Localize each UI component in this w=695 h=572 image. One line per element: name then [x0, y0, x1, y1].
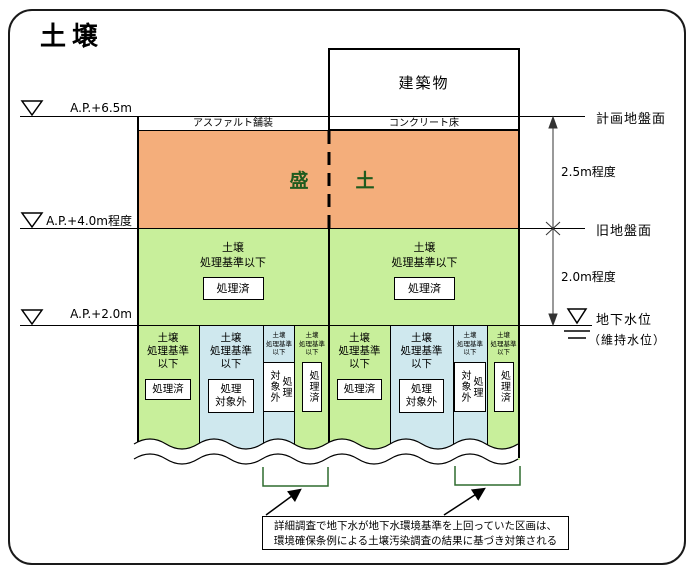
- cell-header: 土壌 処理基準 以下: [338, 332, 381, 370]
- cell-header: 土壌 処理基準 以下: [490, 331, 517, 356]
- fill-soil-label-left: 盛: [289, 170, 309, 192]
- cell-tag: 処理 対象外: [454, 361, 486, 412]
- cell-header: 土壌 処理基準 以下: [457, 331, 483, 356]
- clean-soil-header: 土壌 処理基準以下: [391, 241, 458, 269]
- soil-cell: 土壌 処理基準 以下 処理 対象外: [390, 325, 453, 460]
- building-label: 建築物: [398, 74, 450, 92]
- elevation-label-top: A.P.+6.5m: [70, 101, 132, 115]
- clean-soil-layer-right: 土壌 処理基準以下 処理済: [329, 228, 520, 325]
- concrete-floor-label: コンクリート床: [389, 118, 459, 129]
- soil-cell: 土壌 処理基準 以下 処理 対象外: [263, 325, 295, 460]
- treated-tag: 処理済: [202, 277, 264, 300]
- soil-cell: 土壌 処理基準 以下 処理 対象外: [199, 325, 263, 460]
- elevation-label-middle: A.P.+4.0m程度: [46, 214, 132, 228]
- treated-tag: 処理済: [394, 277, 455, 300]
- cell-header: 土壌 処理基準 以下: [147, 332, 189, 370]
- upper-dimension-label: 2.5m程度: [561, 165, 616, 179]
- soil-cell: 土壌 処理基準 以下 処理済: [137, 325, 199, 460]
- clean-soil-header: 土壌 処理基準以下: [200, 241, 266, 269]
- building-box: [328, 48, 520, 131]
- soil-cell: 土壌 処理基準 以下 処理 対象外: [453, 325, 487, 460]
- cell-header: 土壌 処理基準 以下: [299, 331, 325, 356]
- cell-tag: 処理 対象外: [263, 361, 295, 412]
- cell-header: 土壌 処理基準 以下: [400, 332, 443, 370]
- soil-cell: 土壌 処理基準 以下 処理済: [295, 325, 329, 460]
- lower-dimension-label: 2.0m程度: [561, 270, 616, 284]
- cell-tag: 処理済: [493, 361, 514, 412]
- cell-header: 土壌 処理基準 以下: [210, 332, 252, 370]
- elevation-label-bottom: A.P.+2.0m: [70, 307, 132, 321]
- cell-tag: 処理 対象外: [208, 379, 254, 413]
- planned-ground-label: 計画地盤面: [596, 112, 667, 127]
- maintained-level-label: （維持水位）: [588, 333, 667, 347]
- clean-soil-layer-left: 土壌 処理基準以下 処理済: [137, 228, 329, 325]
- cell-tag: 処理済: [336, 379, 383, 400]
- soil-cell: 土壌 処理基準 以下 処理済: [487, 325, 520, 460]
- old-ground-label: 旧地盤面: [596, 224, 653, 239]
- fill-soil-layer: [137, 130, 520, 228]
- soil-cell: 土壌 処理基準 以下 処理済: [329, 325, 390, 460]
- note-box: 詳細調査で地下水が地下水環境基準を上回っていた区画は、 環境確保条例による土壌汚…: [262, 516, 569, 550]
- cell-header: 土壌 処理基準 以下: [266, 331, 292, 356]
- asphalt-pavement-label: アスファルト舗装: [193, 118, 273, 129]
- groundwater-level-label: 地下水位: [596, 313, 653, 328]
- cell-tag: 処理 対象外: [398, 379, 445, 413]
- cell-tag: 処理済: [145, 379, 191, 400]
- figure-border: [8, 9, 686, 565]
- fill-soil-label-right: 土: [355, 170, 375, 192]
- cell-tag: 処理済: [302, 361, 322, 412]
- page-title: 土壌: [40, 22, 105, 52]
